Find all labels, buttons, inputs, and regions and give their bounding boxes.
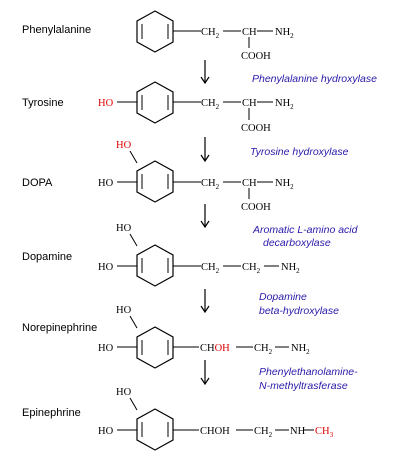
nh2-label: NH2	[275, 27, 294, 40]
ho-label: HO	[98, 343, 114, 354]
compound-name: Dopamine	[22, 251, 72, 263]
ho-label: HO	[116, 140, 132, 151]
choh-label: CHOH	[200, 426, 230, 437]
enzyme-label: N-methyltrasferase	[259, 380, 348, 392]
benzene-ring	[136, 10, 174, 53]
reaction-arrow	[200, 360, 210, 386]
nh-label: NH	[290, 426, 306, 437]
enzyme-label: decarboxylase	[263, 237, 331, 249]
ho-label: HO	[98, 178, 114, 189]
compound-dopamine: Dopamine HO HO CH2 CH2 NH2	[22, 223, 300, 287]
ch2-label: CH2	[201, 98, 220, 111]
compound-dopa: DOPA HO HO CH2 CH NH2 COOH	[22, 140, 294, 213]
cooh-label: COOH	[241, 123, 271, 134]
enzyme-label: Phenylalanine hydroxylase	[252, 73, 377, 85]
benzene-ring	[136, 81, 174, 124]
compound-name: Norepinephrine	[22, 322, 97, 334]
benzene-ring	[136, 408, 174, 451]
nh2-label: NH2	[291, 343, 310, 356]
compound-phenylalanine: Phenylalanine CH2 CH NH2 COOH	[22, 10, 294, 62]
compound-name: DOPA	[22, 177, 53, 189]
benzene-ring	[136, 326, 174, 369]
ho-label: HO	[98, 426, 114, 437]
ho-label: HO	[98, 98, 114, 109]
ho-label: HO	[98, 262, 114, 273]
compound-name: Phenylalanine	[22, 24, 91, 36]
compound-tyrosine: Tyrosine HO CH2 CH NH2 COOH	[22, 81, 294, 134]
ch-label: CH	[242, 178, 257, 189]
enzyme-label: Dopamine	[259, 291, 307, 303]
benzene-ring	[136, 244, 174, 287]
cooh-label: COOH	[241, 202, 271, 213]
compound-epinephrine: Epinephrine HO HO CHOH CH2 NH CH3	[22, 387, 334, 451]
ch2-label: CH2	[254, 426, 273, 439]
ho-label: HO	[116, 305, 132, 316]
choh-label: CHOH	[200, 343, 230, 354]
nh2-label: NH2	[275, 178, 294, 191]
compound-name: Tyrosine	[22, 97, 64, 109]
ch2-label: CH2	[201, 178, 220, 191]
benzene-ring	[136, 160, 174, 203]
ch2-label: CH2	[201, 27, 220, 40]
compound-name: Epinephrine	[22, 407, 81, 419]
reaction-arrow	[200, 60, 210, 85]
nh2-label: NH2	[275, 98, 294, 111]
reaction-arrow	[200, 137, 210, 163]
nh2-label: NH2	[281, 262, 300, 275]
ho-label: HO	[116, 223, 132, 234]
ch2-label: CH2	[201, 262, 220, 275]
reaction-arrow	[200, 289, 210, 314]
ch2-label: CH2	[254, 343, 273, 356]
cooh-label: COOH	[241, 51, 271, 62]
ho-label: HO	[116, 387, 132, 398]
compound-norepinephrine: Norepinephrine HO HO CHOH CH2 NH2	[22, 305, 310, 369]
ch2-label: CH2	[242, 262, 261, 275]
enzyme-label: Tyrosine hydroxylase	[250, 146, 349, 158]
enzyme-label: Phenylethanolamine-	[259, 366, 358, 378]
ch-label: CH	[242, 27, 257, 38]
ch-label: CH	[242, 98, 257, 109]
enzyme-label: Aromatic L-amino acid	[252, 224, 359, 236]
enzyme-label: beta-hydroxylase	[259, 305, 339, 317]
ch3-label: CH3	[315, 426, 334, 439]
reaction-arrow	[200, 204, 210, 229]
